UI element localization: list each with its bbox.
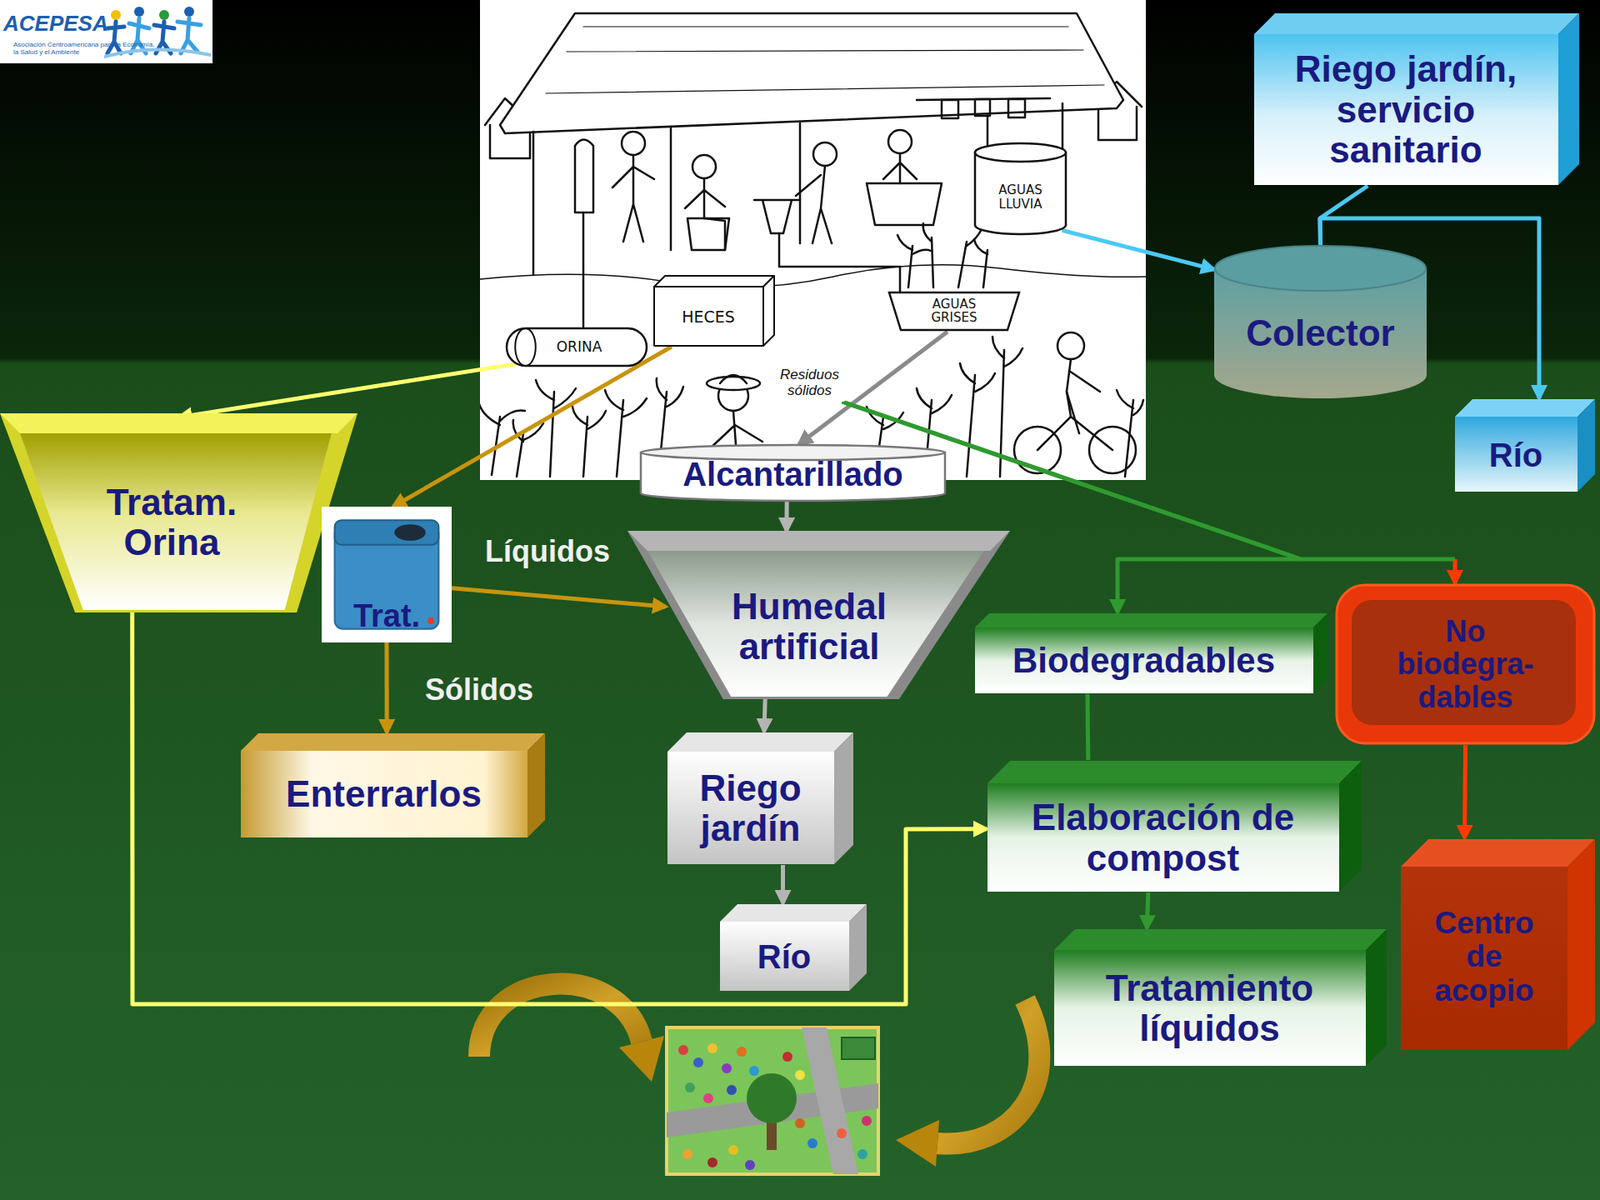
feces-chamber: HECES	[653, 275, 775, 347]
connector-line	[385, 642, 390, 733]
node-text: Colector	[1245, 313, 1395, 354]
river-box: Río	[719, 903, 868, 992]
collector-tank: Colector	[1214, 245, 1427, 399]
logo-subtitle: Asociación Centroamericana para la Econo…	[13, 41, 160, 57]
node-face: Riego jardín, servicio sanitario	[1260, 39, 1552, 181]
node-text: ORINA	[556, 339, 603, 355]
river-box: Río	[1454, 398, 1596, 493]
edge-label: Sólidos	[425, 673, 534, 707]
flow-arrow	[179, 363, 520, 418]
node-text: Tratamiento líquidos	[1060, 968, 1360, 1050]
node-face: AGUAS GRISES	[923, 292, 985, 330]
wetland-funnel: Humedal artificial	[627, 530, 1010, 700]
node-face: Tratamiento líquidos	[1060, 955, 1360, 1062]
connector-line	[1085, 694, 1091, 760]
connector-line	[393, 346, 672, 507]
connector-line	[780, 865, 785, 904]
connector-line	[764, 699, 765, 732]
community-picture	[665, 1025, 880, 1176]
flow-arrow	[1320, 185, 1368, 245]
process-box: Elaboración de compost	[986, 760, 1363, 893]
node-face: Riego jardín	[673, 756, 828, 860]
node-face: Centro de acopio	[1415, 880, 1554, 1035]
node-face: No biodegra- dables	[1382, 603, 1550, 725]
node-face: Biodegradables	[980, 632, 1307, 690]
node-text: AGUAS GRISES	[923, 297, 985, 325]
flow-arrow	[451, 588, 666, 607]
node-face: Residuos sólidos	[775, 366, 844, 400]
node-face: HECES	[660, 291, 757, 342]
node-face: Colector	[1224, 295, 1417, 372]
node-text: No biodegra- dables	[1382, 615, 1550, 715]
node-text: Residuos sólidos	[775, 367, 844, 399]
node-face: AGUAS LLUVIA	[980, 164, 1060, 230]
logo-figures	[104, 3, 211, 60]
flow-arrow	[1087, 694, 1090, 760]
solid-waste-tag: Residuos sólidos	[773, 365, 846, 402]
treatment-funnel: Tratam. Orina	[0, 413, 358, 613]
rain-barrel: AGUAS LLUVIA	[974, 142, 1067, 235]
urine-tank: ORINA	[505, 326, 649, 368]
logo: ACEPESA Asociación Centroamericana para l…	[0, 0, 213, 64]
node-face: Río	[1460, 421, 1571, 488]
edge-label: Líquidos	[485, 535, 610, 569]
node-text: Elaboración de compost	[993, 797, 1333, 879]
node-face: Enterrarlos	[246, 755, 521, 834]
sewer-box: Alcantarillado	[640, 444, 946, 502]
node-text: Riego jardín, servicio sanitario	[1260, 49, 1552, 170]
node-face: Trat.	[321, 593, 452, 640]
node-text: Humedal artificial	[685, 586, 934, 668]
outcome-box: Enterrarlos	[240, 732, 546, 839]
flow-arrow	[1146, 892, 1149, 929]
logo-wordmark: ACEPESA	[3, 11, 109, 36]
node-face: Río	[725, 926, 843, 987]
node-text: Alcantarillado	[682, 455, 904, 493]
node-face: Humedal artificial	[685, 567, 934, 685]
connector-line	[784, 501, 789, 531]
outcome-box: Riego jardín	[666, 731, 855, 865]
node-text: Riego jardín	[673, 768, 828, 850]
connector-line	[1453, 559, 1458, 584]
connector-line	[451, 588, 666, 607]
flow-arrow	[386, 642, 388, 733]
process-box: Tratamiento líquidos	[1053, 928, 1388, 1067]
greywater-planter: AGUAS GRISES	[887, 290, 1021, 332]
connector-line	[1320, 185, 1368, 245]
node-face: Elaboración de compost	[993, 788, 1333, 888]
category-box: Biodegradables	[974, 612, 1329, 695]
node-text: Enterrarlos	[285, 774, 482, 815]
flow-arrow	[1062, 230, 1215, 270]
connector-line	[1146, 892, 1149, 929]
connector-line	[179, 363, 520, 418]
node-text: HECES	[681, 308, 735, 326]
destination-box: Centro de acopio	[1400, 838, 1596, 1051]
household-illustration	[480, 0, 1146, 480]
node-text: AGUAS LLUVIA	[980, 183, 1060, 211]
node-face: Alcantarillado	[648, 454, 938, 494]
treatment-unit: Trat.	[321, 506, 452, 643]
destination-box: Riego jardín, servicio sanitario	[1253, 12, 1580, 186]
node-text: Trat.	[353, 599, 420, 635]
node-text: Biodegradables	[1012, 641, 1275, 680]
node-text: Centro de acopio	[1415, 906, 1554, 1009]
category-box: No biodegra- dables	[1335, 583, 1596, 745]
flow-arrow	[1465, 745, 1466, 839]
flow-arrow	[785, 501, 787, 531]
flow-arrow	[764, 699, 765, 732]
flow-arrow	[782, 865, 784, 904]
node-face: Tratam. Orina	[64, 453, 279, 593]
node-text: Río	[757, 938, 811, 975]
node-text: Tratam. Orina	[64, 482, 279, 564]
node-text: Río	[1489, 436, 1543, 474]
flow-arrow	[393, 346, 672, 507]
connector-line	[1465, 745, 1466, 839]
node-face: ORINA	[530, 329, 629, 365]
connector-line	[1062, 230, 1215, 270]
